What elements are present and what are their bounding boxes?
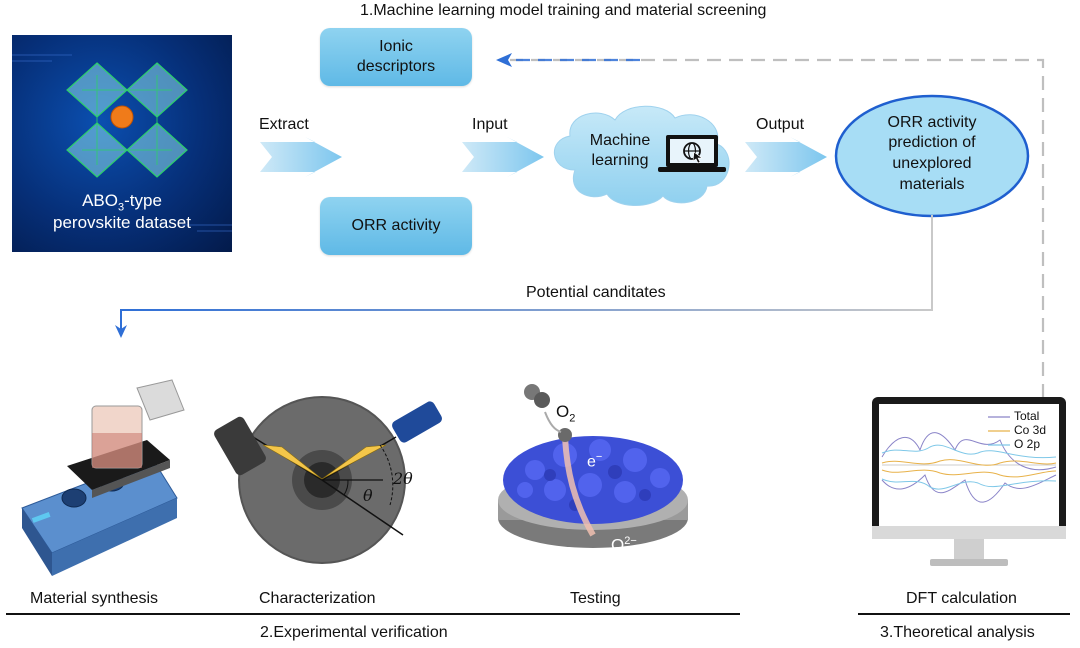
input-label: Input [472, 116, 508, 133]
output-arrow [745, 137, 827, 177]
stage2-divider [6, 613, 740, 615]
o2-label: O2 [556, 402, 576, 425]
ionic-descriptors-line2: descriptors [356, 58, 436, 75]
two-theta-label: 2θ [393, 469, 413, 488]
dataset-label-line1: ABO3-type [82, 191, 162, 214]
stage3-title: 3.Theoretical analysis [880, 624, 1035, 641]
prediction-line3: unexplored [892, 155, 972, 172]
orr-activity-label: ORR activity [351, 217, 441, 234]
globe-laptop-icon [658, 135, 726, 172]
stage1-title: 1.Machine learning model training and ma… [360, 2, 767, 19]
candidates-label: Potential canditates [526, 284, 666, 301]
input-arrow [462, 137, 544, 177]
electron-label: e− [587, 451, 603, 471]
computer-monitor-image [872, 397, 1066, 566]
legend-o2p: O 2p [1014, 437, 1041, 451]
prediction-line1: ORR activity [887, 114, 977, 131]
ionic-descriptors-line1: Ionic [379, 38, 413, 55]
dataset-label-line2: perovskite dataset [53, 213, 191, 232]
theta-label: θ [363, 486, 373, 505]
perovskite-dataset-panel: ABO3-type perovskite dataset [12, 35, 232, 252]
ml-label-line1: Machine [589, 132, 651, 149]
prediction-line4: materials [899, 176, 965, 193]
output-label: Output [756, 116, 805, 133]
ml-label-line2: learning [591, 152, 649, 169]
hotplate-stirrer-image [21, 379, 185, 576]
xrd-diffractometer-image [214, 396, 442, 564]
stage3-divider [858, 613, 1070, 615]
oxide-ion-label: O2− [611, 535, 637, 555]
legend-total: Total [1014, 409, 1040, 423]
perovskite-structure-image [12, 54, 232, 232]
testing-label: Testing [570, 590, 621, 607]
orr-activity-box: ORR activity [320, 197, 472, 255]
extract-label: Extract [259, 116, 309, 133]
synthesis-label: Material synthesis [30, 590, 159, 607]
prediction-line2: prediction of [888, 134, 976, 151]
dft-label: DFT calculation [906, 590, 1017, 607]
ionic-descriptors-box: Ionic descriptors [320, 28, 472, 86]
characterization-label: Characterization [259, 590, 376, 607]
legend-co3d: Co 3d [1014, 423, 1047, 437]
extract-arrow [260, 137, 342, 177]
stage2-title: 2.Experimental verification [260, 624, 448, 641]
catalyst-electrode-image [498, 384, 688, 548]
